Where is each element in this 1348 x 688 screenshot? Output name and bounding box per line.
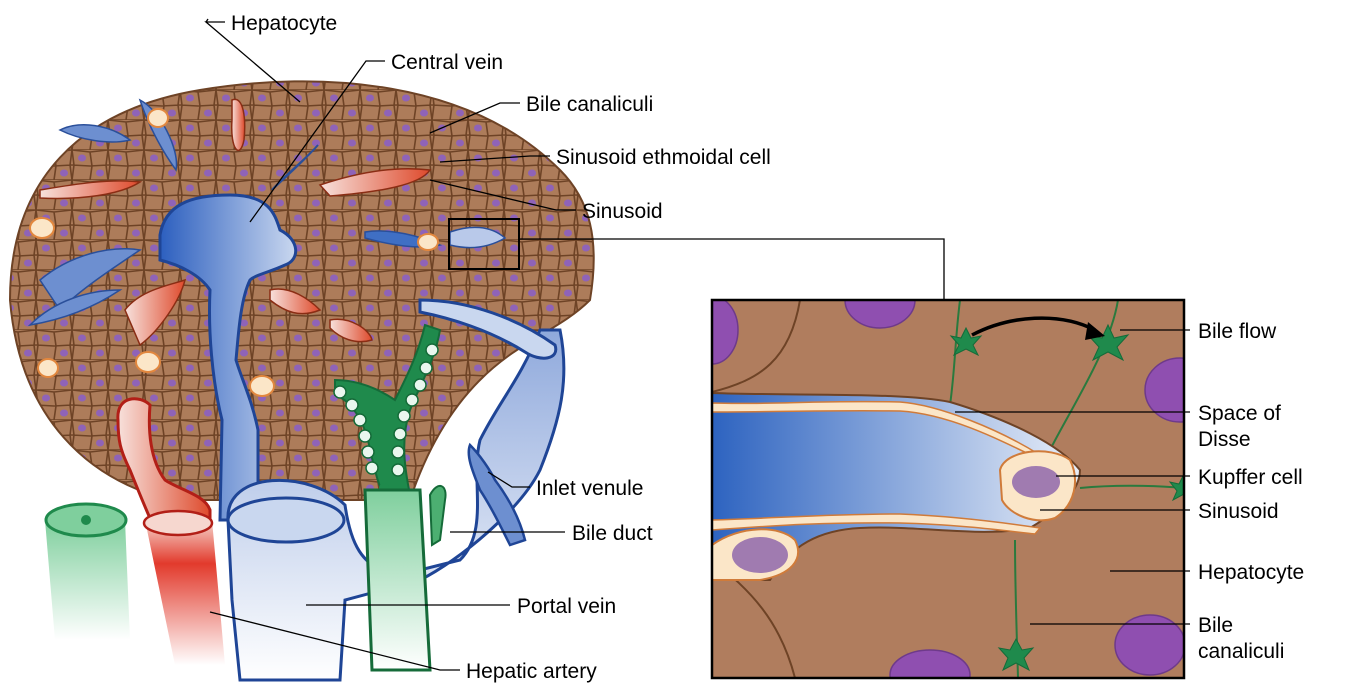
label-hepatocyte-right: Hepatocyte: [1198, 561, 1304, 584]
label-sinusoid-right: Sinusoid: [1198, 500, 1279, 523]
hepatic-artery: [145, 520, 225, 665]
label-inlet-venule: Inlet venule: [536, 477, 643, 500]
label-kupffer-cell: Kupffer cell: [1198, 466, 1303, 489]
label-bile-flow: Bile flow: [1198, 320, 1277, 343]
label-hepatic-artery: Hepatic artery: [466, 660, 597, 683]
label-sinusoid-left: Sinusoid: [582, 200, 663, 223]
label-bile-duct: Bile duct: [572, 522, 653, 545]
bile-duct: [365, 490, 430, 670]
label-sinusoid-ethmoidal-cell: Sinusoid ethmoidal cell: [556, 146, 771, 169]
inset-detail: [686, 272, 1215, 688]
label-hepatocyte-left: Hepatocyte: [231, 12, 337, 35]
label-portal-vein: Portal vein: [517, 595, 616, 618]
label-bile-canaliculi-left: Bile canaliculi: [526, 93, 653, 116]
liver-lobule: [10, 81, 594, 680]
bile-duct-cut: [45, 520, 130, 640]
label-central-vein: Central vein: [391, 51, 503, 74]
label-space-of-disse-2: Disse: [1198, 428, 1251, 451]
label-bile-canaliculi-right-2: canaliculi: [1198, 640, 1284, 663]
label-bile-canaliculi-right-1: Bile: [1198, 614, 1233, 637]
label-space-of-disse-1: Space of: [1198, 402, 1281, 425]
